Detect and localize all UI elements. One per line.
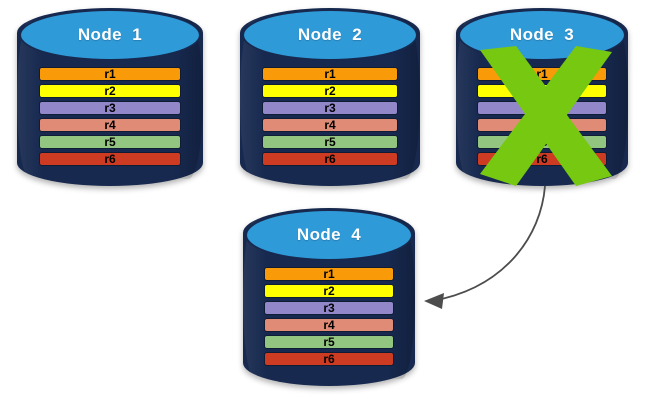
node-4-row-r1-label: r1 [323,267,335,281]
node-1-cylinder-top: Node 1 [19,9,201,61]
node-2-row-r4-label: r4 [324,118,336,132]
node-3-row-r3-label: r3 [536,101,548,115]
node-3-row-r6-label: r6 [536,152,548,166]
node-1-row-r1-label: r1 [104,67,116,81]
node-2-row-r3-label: r3 [324,101,336,115]
node-1-row-r6[interactable]: r6 [39,152,181,166]
node-2-row-r2-label: r2 [324,84,336,98]
node-4-row-r2-label: r2 [323,284,335,298]
node-3-row-r4[interactable]: r4 [476,118,608,132]
node-3-row-r1[interactable]: r1 [476,67,608,81]
node-1-row-r2-label: r2 [104,84,116,98]
node-3-row-r2-label: r2 [536,84,548,98]
node-1-row-r3[interactable]: r3 [39,101,181,115]
node-2-row-r6-label: r6 [324,152,336,166]
node-2-row-r5-label: r5 [324,135,336,149]
node-4-row-r6[interactable]: r6 [263,352,395,366]
node-2-row-r2[interactable]: r2 [261,84,399,98]
node-4-cylinder-top: Node 4 [245,209,413,261]
node-1-row-r5-label: r5 [104,135,116,149]
node-2-row-r4[interactable]: r4 [261,118,399,132]
node-2-row-r5[interactable]: r5 [261,135,399,149]
node-3-row-r4-label: r4 [536,118,548,132]
node-2-row-list: r1 r2 r3 r4 r5 r6 [261,67,399,169]
node-3-row-r5-label: r5 [536,135,548,149]
node-4-row-r1[interactable]: r1 [263,267,395,281]
node-4-row-r6-label: r6 [323,352,335,366]
node-4-row-r4[interactable]: r4 [263,318,395,332]
node-2[interactable]: Node 2 r1 r2 r3 r4 r5 r6 [240,8,420,186]
node-1-row-r5[interactable]: r5 [39,135,181,149]
node-2-row-r3[interactable]: r3 [261,101,399,115]
node-2-title: Node 2 [297,25,363,44]
node-2-row-r6[interactable]: r6 [261,152,399,166]
node-1-row-list: r1 r2 r3 r4 r5 r6 [39,67,181,169]
node-4-row-r5-label: r5 [323,335,335,349]
node-1[interactable]: Node 1 r1 r2 r3 r4 r5 r6 [17,8,203,186]
node-4-row-r5[interactable]: r5 [263,335,395,349]
node-3-row-r5[interactable]: r5 [476,135,608,149]
node-3-cylinder-top: Node 3 [458,9,626,61]
node-3-title: Node 3 [509,25,575,44]
node-3-row-r1-label: r1 [536,67,548,81]
replication-arrow-head [424,293,444,309]
node-4-row-r2[interactable]: r2 [263,284,395,298]
node-1-row-r4-label: r4 [104,118,116,132]
node-4-title: Node 4 [296,225,362,244]
node-1-row-r3-label: r3 [104,101,116,115]
node-4-row-r3[interactable]: r3 [263,301,395,315]
node-2-row-r1-label: r1 [324,67,336,81]
node-4-row-r4-label: r4 [323,318,335,332]
node-1-row-r2[interactable]: r2 [39,84,181,98]
node-1-row-r6-label: r6 [104,152,116,166]
node-1-title: Node 1 [77,25,143,44]
node-1-row-r4[interactable]: r4 [39,118,181,132]
node-3-row-r2[interactable]: r2 [476,84,608,98]
node-2-cylinder-top: Node 2 [242,9,418,61]
replication-arrow-line [431,185,546,302]
node-4[interactable]: Node 4 r1 r2 r3 r4 r5 r6 [243,208,415,386]
node-4-row-list: r1 r2 r3 r4 r5 r6 [263,267,395,369]
node-3-row-r6[interactable]: r6 [476,152,608,166]
node-4-row-r3-label: r3 [323,301,335,315]
node-1-row-r1[interactable]: r1 [39,67,181,81]
node-3-row-list: r1 r2 r3 r4 r5 r6 [476,67,608,169]
node-3[interactable]: Node 3 r1 r2 r3 r4 r5 r6 [456,8,628,186]
node-2-row-r1[interactable]: r1 [261,67,399,81]
node-3-row-r3[interactable]: r3 [476,101,608,115]
